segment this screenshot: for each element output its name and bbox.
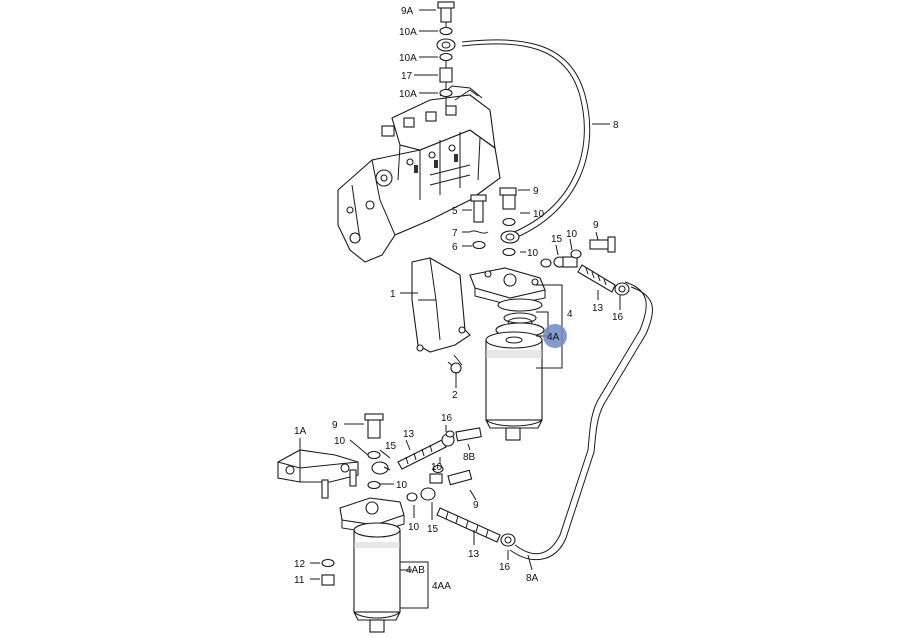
label-10-b[interactable]: 10 bbox=[566, 229, 578, 240]
label-8[interactable]: 8 bbox=[613, 120, 619, 131]
top-banjo-stack bbox=[436, 1, 456, 110]
label-8b[interactable]: 8B bbox=[463, 452, 476, 463]
label-6[interactable]: 6 bbox=[452, 242, 458, 253]
label-10-f[interactable]: 10 bbox=[396, 480, 408, 491]
label-1[interactable]: 1 bbox=[390, 289, 396, 300]
fuel-pipe-8a bbox=[514, 281, 647, 555]
label-9-a[interactable]: 9 bbox=[533, 186, 539, 197]
label-13-c[interactable]: 13 bbox=[468, 549, 480, 560]
bracket-1 bbox=[411, 257, 471, 374]
label-4ab[interactable]: 4AB bbox=[406, 565, 425, 576]
part-labels: 9A 10A 10A 17 10A 8 9 5 10 7 6 15 10 9 1… bbox=[294, 6, 624, 592]
label-15-a[interactable]: 15 bbox=[551, 234, 563, 245]
label-10-e[interactable]: 10 bbox=[431, 462, 443, 473]
label-10a-2[interactable]: 10A bbox=[399, 53, 417, 64]
label-2[interactable]: 2 bbox=[452, 390, 458, 401]
upper-fuel-filter bbox=[469, 267, 546, 441]
label-16-b[interactable]: 16 bbox=[441, 413, 453, 424]
label-10a-1[interactable]: 10A bbox=[399, 27, 417, 38]
injection-pump bbox=[337, 85, 501, 263]
fuel-pipe-8 bbox=[461, 39, 591, 239]
label-4a[interactable]: 4A bbox=[547, 332, 560, 343]
lower-hose-parts bbox=[397, 427, 516, 547]
label-15-c[interactable]: 15 bbox=[427, 524, 439, 535]
label-9a[interactable]: 9A bbox=[401, 6, 414, 17]
highlight-marker[interactable] bbox=[543, 324, 567, 348]
label-10-c[interactable]: 10 bbox=[527, 248, 539, 259]
bracket-1a bbox=[277, 449, 359, 499]
label-12[interactable]: 12 bbox=[294, 559, 306, 570]
label-16-a[interactable]: 16 bbox=[612, 312, 624, 323]
label-13-a[interactable]: 13 bbox=[592, 303, 604, 314]
label-11[interactable]: 11 bbox=[294, 575, 305, 586]
label-10-g[interactable]: 10 bbox=[408, 522, 420, 533]
label-9-c[interactable]: 9 bbox=[332, 420, 338, 431]
label-5[interactable]: 5 bbox=[452, 206, 458, 217]
label-4[interactable]: 4 bbox=[567, 309, 573, 320]
lower-fuel-filter bbox=[321, 413, 405, 633]
label-9-b[interactable]: 9 bbox=[593, 220, 599, 231]
label-10a-3[interactable]: 10A bbox=[399, 89, 417, 100]
leader-lines bbox=[299, 9, 621, 609]
label-7[interactable]: 7 bbox=[452, 228, 458, 239]
label-13-b[interactable]: 13 bbox=[403, 429, 415, 440]
label-15-b[interactable]: 15 bbox=[385, 441, 397, 452]
label-10-d[interactable]: 10 bbox=[334, 436, 346, 447]
label-17[interactable]: 17 bbox=[401, 71, 413, 82]
label-4aa[interactable]: 4AA bbox=[432, 581, 451, 592]
label-9-d[interactable]: 9 bbox=[473, 500, 479, 511]
upper-right-hose-parts bbox=[469, 187, 630, 296]
label-10-a[interactable]: 10 bbox=[533, 209, 545, 220]
label-16-c[interactable]: 16 bbox=[499, 562, 511, 573]
label-8a[interactable]: 8A bbox=[526, 573, 539, 584]
label-1a[interactable]: 1A bbox=[294, 426, 307, 437]
